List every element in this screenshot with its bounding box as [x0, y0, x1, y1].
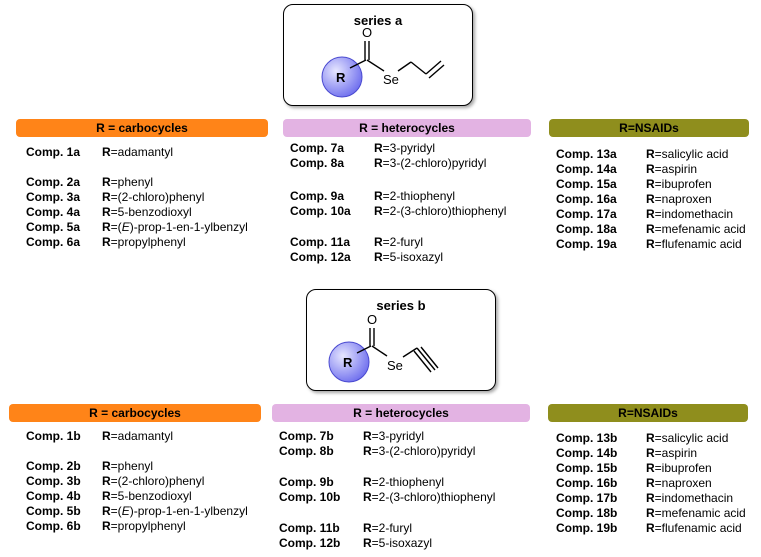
bond-triple-b1 [416, 347, 436, 371]
o-label-a: O [362, 25, 372, 40]
bond-r-c-b [356, 345, 372, 354]
bond-vinyl-a2 [428, 64, 445, 79]
header-carbocycles-b: R = carbocycles [9, 404, 261, 422]
series-b-structure-box: series b R O Se [306, 289, 496, 391]
series-b-structure-svg: R O Se [328, 312, 439, 383]
bond-c-se-a [366, 59, 385, 72]
bond-se-ch2-a [397, 61, 412, 72]
header-nsaids-a: R=NSAIDs [549, 119, 749, 137]
r-label-a: R [336, 70, 346, 85]
se-label-a: Se [383, 72, 399, 87]
o-label-b: O [367, 312, 377, 327]
header-nsaids-b: R=NSAIDs [548, 404, 748, 422]
bond-c-se-b [371, 345, 388, 357]
bond-triple-b3 [413, 350, 432, 373]
bond-triple-b2 [420, 346, 439, 369]
se-label-b: Se [387, 358, 403, 373]
bond-ch2-ch-a [410, 61, 427, 75]
bond-r-c-a [349, 59, 367, 69]
bond-se-ch2-b [402, 347, 418, 358]
header-heterocycles-a: R = heterocycles [283, 119, 531, 137]
series-a-structure-box: series a R O Se [283, 4, 473, 106]
r-label-b: R [343, 355, 353, 370]
series-a-title: series a [353, 13, 403, 28]
series-a-structure-svg: R O Se [321, 25, 445, 98]
header-carbocycles-a: R = carbocycles [16, 119, 268, 137]
bond-vinyl-a1 [425, 60, 442, 75]
header-heterocycles-b: R = heterocycles [272, 404, 530, 422]
series-b-title: series b [376, 298, 426, 313]
